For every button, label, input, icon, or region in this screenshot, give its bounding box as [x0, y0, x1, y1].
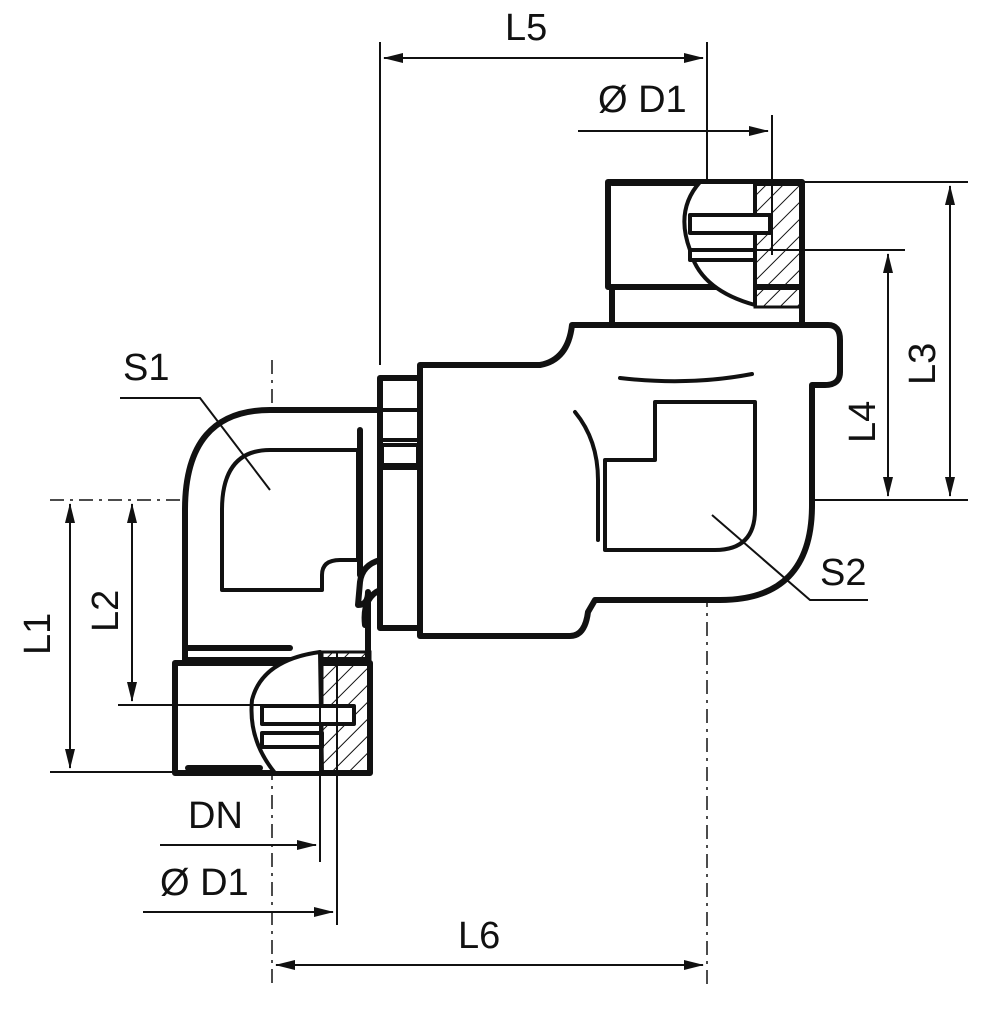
label-L3: L3: [902, 343, 944, 385]
main-body: [377, 322, 843, 639]
label-L2: L2: [85, 590, 127, 632]
label-L1: L1: [17, 613, 59, 655]
bottom-thread-groove: [260, 704, 356, 726]
leader-S1: [120, 397, 271, 491]
left-elbow: [182, 407, 383, 663]
bottom-thread-hatch: [320, 650, 372, 775]
top-fitting: [605, 179, 805, 328]
dimension-lines: [65, 53, 955, 970]
label-S2: S2: [820, 552, 866, 594]
label-D1-bottom: Ø D1: [160, 862, 249, 904]
body-outline: [417, 322, 843, 639]
top-thread-groove: [688, 213, 772, 235]
label-L6: L6: [458, 915, 500, 957]
label-L4: L4: [842, 401, 884, 443]
label-S1: S1: [123, 347, 169, 389]
elbow-inner-bore: [220, 448, 360, 592]
top-thread-step: [688, 248, 757, 262]
label-D1-top: Ø D1: [598, 79, 687, 121]
collar-groove: [380, 443, 420, 467]
bottom-thread-step: [260, 731, 324, 749]
extension-lines: [50, 42, 968, 925]
body-inner-cavity: [603, 400, 757, 552]
banjo-collar: [377, 375, 423, 631]
leader-S2: [711, 514, 868, 601]
dimension-labels: L5 Ø D1 S1 S2 DN Ø D1 L6 L1 L2 L3 L4: [17, 7, 944, 957]
top-thread-hatch: [753, 180, 804, 309]
elbow-outer: [182, 407, 383, 663]
bottom-fitting: [172, 645, 373, 776]
label-DN: DN: [188, 795, 243, 837]
elbow-lower-curve: [361, 587, 383, 628]
body-curve-line: [573, 410, 600, 542]
label-L5: L5: [505, 7, 547, 49]
body-top-curve: [618, 372, 754, 384]
